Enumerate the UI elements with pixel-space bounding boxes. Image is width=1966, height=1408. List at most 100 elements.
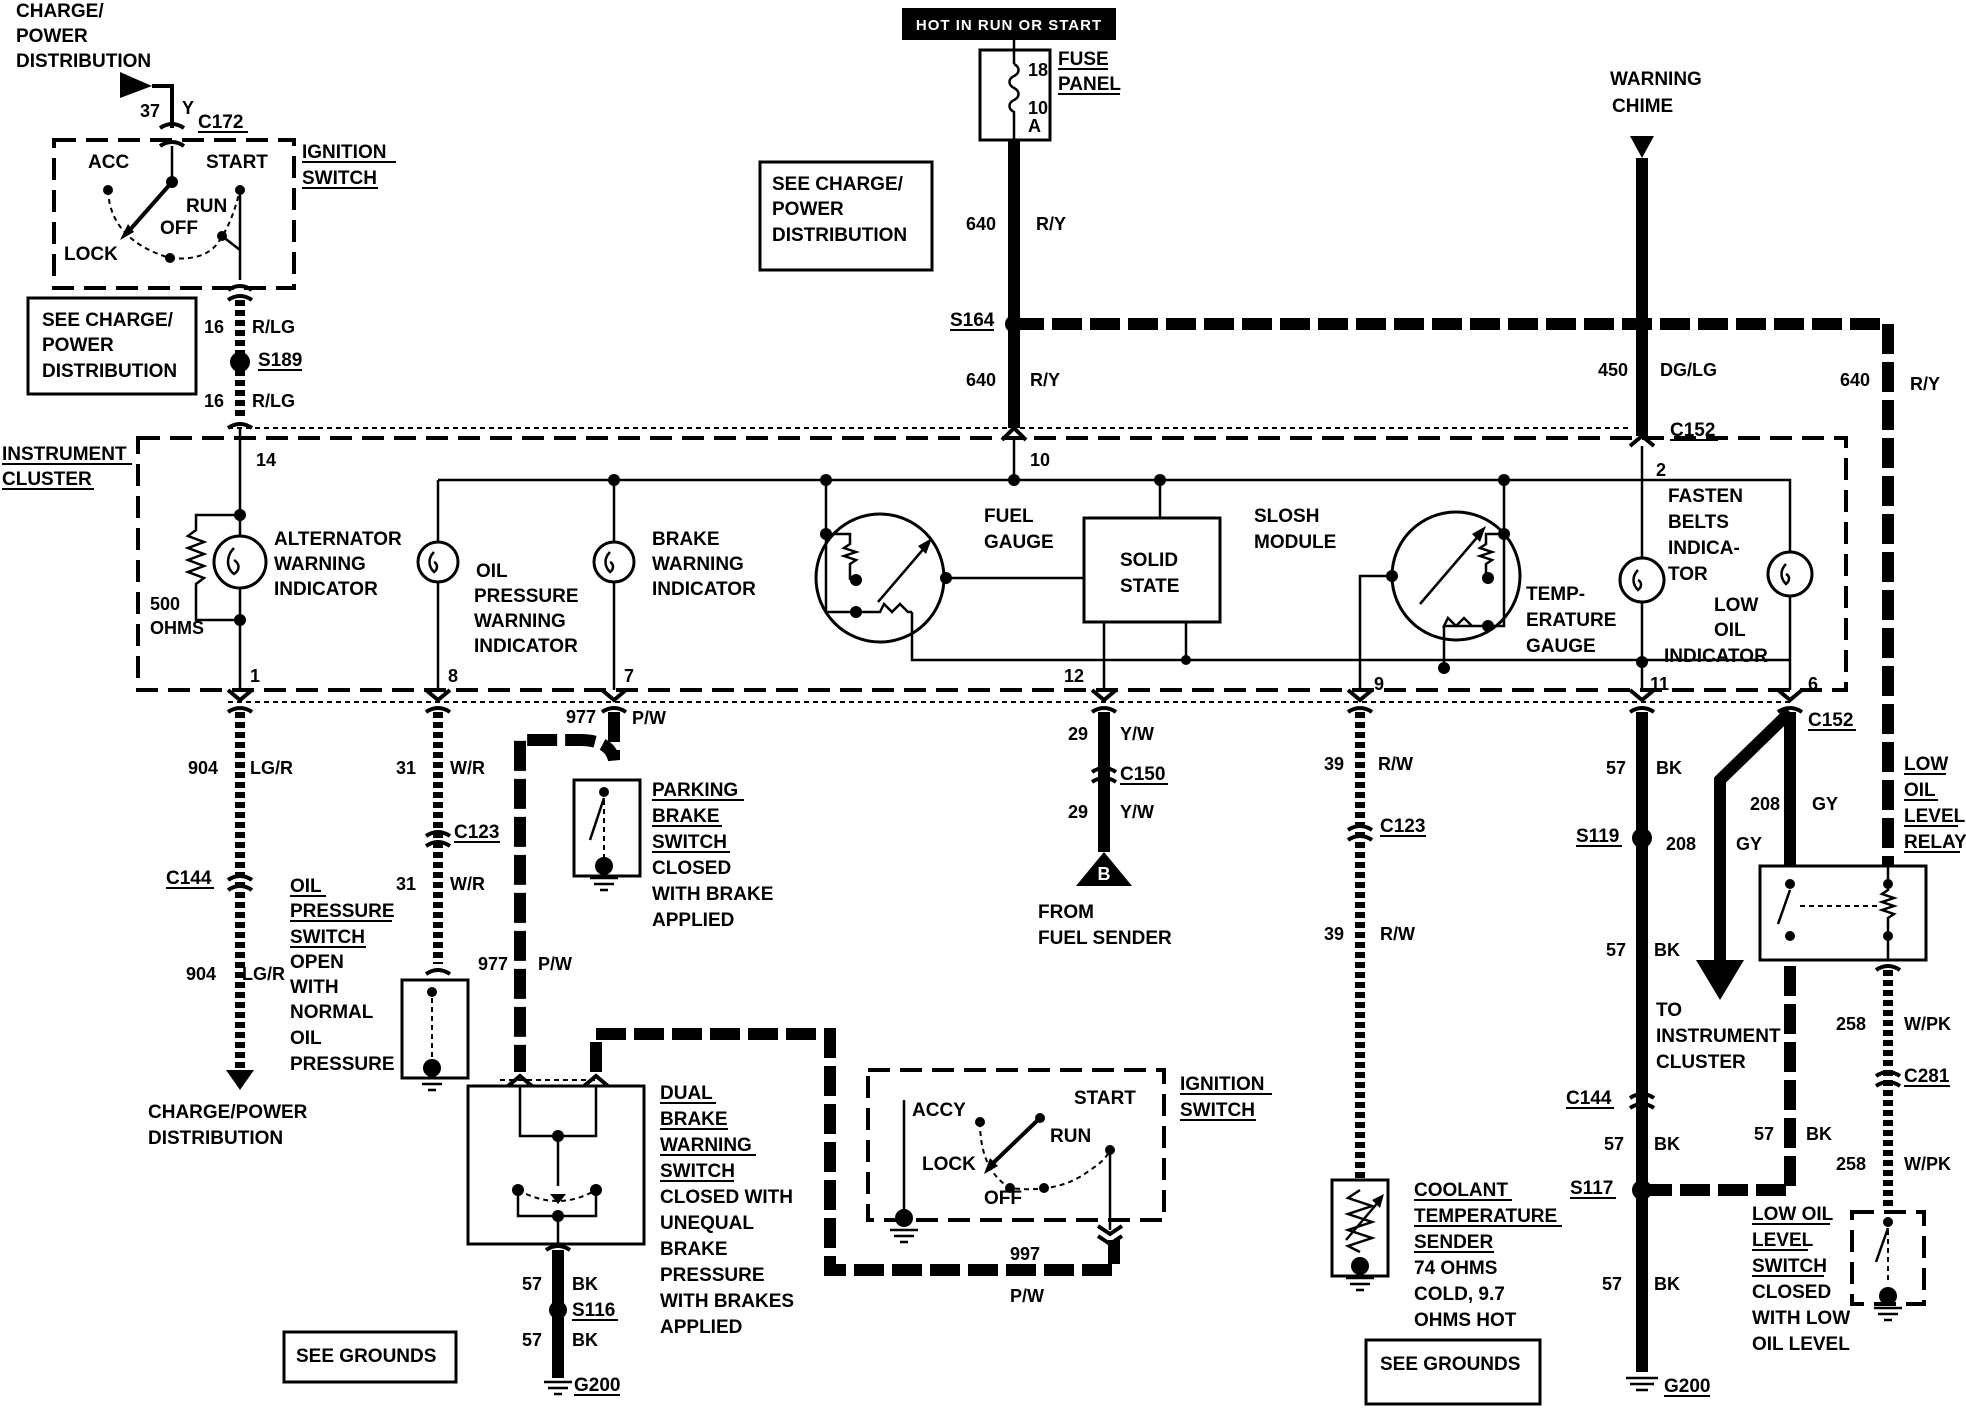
svg-text:OIL: OIL bbox=[1904, 780, 1936, 801]
svg-text:W/R: W/R bbox=[450, 874, 485, 894]
svg-text:57: 57 bbox=[1602, 1274, 1622, 1294]
svg-text:74 OHMS: 74 OHMS bbox=[1414, 1258, 1497, 1279]
svg-text:INDICATOR: INDICATOR bbox=[474, 636, 578, 657]
svg-text:57: 57 bbox=[1606, 758, 1626, 778]
svg-text:ALTERNATOR: ALTERNATOR bbox=[274, 529, 402, 550]
svg-text:SLOSH: SLOSH bbox=[1254, 506, 1319, 527]
svg-text:ERATURE: ERATURE bbox=[1526, 610, 1616, 631]
svg-text:BRAKE: BRAKE bbox=[660, 1239, 728, 1260]
svg-text:GAUGE: GAUGE bbox=[984, 532, 1054, 553]
svg-text:APPLIED: APPLIED bbox=[652, 910, 734, 931]
svg-text:SOLID: SOLID bbox=[1120, 550, 1178, 571]
svg-text:16: 16 bbox=[204, 391, 224, 411]
svg-text:START: START bbox=[206, 152, 268, 173]
svg-text:ACCY: ACCY bbox=[912, 1100, 966, 1121]
fuel-sender-wire: 29 Y/W C150 29 Y/W B FROM FUEL SENDER bbox=[1038, 706, 1172, 949]
svg-text:57: 57 bbox=[1606, 940, 1626, 960]
svg-text:1: 1 bbox=[250, 666, 260, 686]
fuse-amp-unit: A bbox=[1028, 116, 1041, 136]
svg-text:SWITCH: SWITCH bbox=[1180, 1100, 1255, 1121]
svg-text:16: 16 bbox=[204, 317, 224, 337]
svg-text:COLD, 9.7: COLD, 9.7 bbox=[1414, 1284, 1505, 1305]
svg-text:OIL: OIL bbox=[290, 1028, 322, 1049]
svg-text:R/Y: R/Y bbox=[1030, 370, 1060, 390]
svg-text:LG/R: LG/R bbox=[250, 758, 293, 778]
svg-text:W/PK: W/PK bbox=[1904, 1154, 1951, 1174]
svg-text:977: 977 bbox=[566, 707, 596, 727]
svg-text:11: 11 bbox=[1650, 674, 1669, 694]
svg-text:BK: BK bbox=[1654, 1274, 1680, 1294]
svg-text:SEE GROUNDS: SEE GROUNDS bbox=[1380, 1354, 1520, 1375]
svg-text:CLOSED WITH: CLOSED WITH bbox=[660, 1187, 793, 1208]
svg-text:258: 258 bbox=[1836, 1014, 1866, 1034]
svg-text:LOW: LOW bbox=[1714, 595, 1758, 616]
svg-text:BK: BK bbox=[1654, 1134, 1680, 1154]
svg-text:39: 39 bbox=[1324, 924, 1344, 944]
svg-text:WARNING: WARNING bbox=[1610, 69, 1702, 90]
svg-text:LEVEL: LEVEL bbox=[1752, 1230, 1814, 1251]
svg-text:DISTRIBUTION: DISTRIBUTION bbox=[42, 361, 177, 382]
svg-text:POWER: POWER bbox=[772, 199, 844, 220]
svg-text:OPEN: OPEN bbox=[290, 952, 344, 973]
svg-text:37: 37 bbox=[140, 101, 160, 121]
splice-s117: S117 bbox=[1570, 1178, 1613, 1199]
svg-text:DISTRIBUTION: DISTRIBUTION bbox=[772, 225, 907, 246]
warning-chime-feed: WARNING CHIME 450 DG/LG C152 bbox=[1598, 69, 1718, 448]
svg-text:INDICATOR: INDICATOR bbox=[1664, 646, 1768, 667]
svg-text:POWER: POWER bbox=[16, 26, 88, 47]
svg-text:WARNING: WARNING bbox=[274, 554, 366, 575]
ground-trunk-57: 57 BK S119 208 GY 57 BK TO INSTRUMENT CL… bbox=[1566, 706, 1796, 1397]
svg-text:LOCK: LOCK bbox=[64, 244, 118, 265]
svg-text:977: 977 bbox=[478, 954, 508, 974]
svg-text:BRAKE: BRAKE bbox=[652, 529, 720, 550]
svg-text:P/W: P/W bbox=[632, 708, 666, 728]
svg-text:FROM: FROM bbox=[1038, 902, 1094, 923]
svg-text:MODULE: MODULE bbox=[1254, 532, 1336, 553]
see-grounds-2: SEE GROUNDS bbox=[1364, 1338, 1542, 1406]
svg-text:640: 640 bbox=[1840, 370, 1870, 390]
svg-text:WITH: WITH bbox=[290, 977, 339, 998]
svg-text:INDICA-: INDICA- bbox=[1668, 538, 1740, 559]
svg-text:WITH BRAKES: WITH BRAKES bbox=[660, 1291, 794, 1312]
svg-text:DUAL: DUAL bbox=[660, 1083, 713, 1104]
svg-text:31: 31 bbox=[396, 758, 416, 778]
svg-text:DISTRIBUTION: DISTRIBUTION bbox=[16, 51, 151, 72]
svg-text:WARNING: WARNING bbox=[652, 554, 744, 575]
svg-text:57: 57 bbox=[1604, 1134, 1624, 1154]
svg-text:TEMP-: TEMP- bbox=[1526, 584, 1585, 605]
ign1-title-2: SWITCH bbox=[302, 168, 377, 189]
svg-text:450: 450 bbox=[1598, 360, 1628, 380]
svg-text:RUN: RUN bbox=[186, 196, 227, 217]
svg-text:CLOSED: CLOSED bbox=[1752, 1282, 1831, 1303]
fuse-number: 18 bbox=[1028, 60, 1048, 80]
svg-text:OIL: OIL bbox=[476, 561, 508, 582]
svg-text:SWITCH: SWITCH bbox=[652, 832, 727, 853]
low-oil-level-switch: 258 W/PK C281 258 W/PK LOW OIL LEVEL SWI… bbox=[1752, 964, 1951, 1355]
svg-text:START: START bbox=[1074, 1088, 1136, 1109]
see-grounds-1: SEE GROUNDS bbox=[282, 1330, 458, 1384]
svg-text:W/PK: W/PK bbox=[1904, 1014, 1951, 1034]
svg-text:ACC: ACC bbox=[88, 152, 129, 173]
svg-text:GY: GY bbox=[1812, 794, 1838, 814]
svg-text:904: 904 bbox=[186, 964, 216, 984]
parking-brake-switch: 977 P/W 977 P/W PARKING BRAKE SWITCH CLO… bbox=[478, 706, 773, 1072]
ignition-switch-1: ACC START RUN OFF LOCK IGNITION SWITCH bbox=[52, 138, 396, 290]
svg-text:DISTRIBUTION: DISTRIBUTION bbox=[148, 1128, 283, 1149]
svg-text:LG/R: LG/R bbox=[242, 964, 285, 984]
svg-text:258: 258 bbox=[1836, 1154, 1866, 1174]
svg-text:Y/W: Y/W bbox=[1120, 802, 1154, 822]
svg-text:COOLANT: COOLANT bbox=[1414, 1180, 1508, 1201]
svg-text:FASTEN: FASTEN bbox=[1668, 486, 1743, 507]
svg-text:57: 57 bbox=[522, 1330, 542, 1350]
svg-text:CLOSED: CLOSED bbox=[652, 858, 731, 879]
svg-text:R/Y: R/Y bbox=[1036, 214, 1066, 234]
svg-text:LOW: LOW bbox=[1904, 754, 1948, 775]
svg-text:PRESSURE: PRESSURE bbox=[290, 901, 395, 922]
svg-text:500: 500 bbox=[150, 594, 180, 614]
connector-c144-b: C144 bbox=[1566, 1088, 1612, 1109]
svg-text:OIL LEVEL: OIL LEVEL bbox=[1752, 1334, 1850, 1355]
see-charge-box-2: SEE CHARGE/ POWER DISTRIBUTION bbox=[758, 160, 934, 272]
svg-text:SENDER: SENDER bbox=[1414, 1232, 1493, 1253]
svg-text:WITH BRAKE: WITH BRAKE bbox=[652, 884, 773, 905]
